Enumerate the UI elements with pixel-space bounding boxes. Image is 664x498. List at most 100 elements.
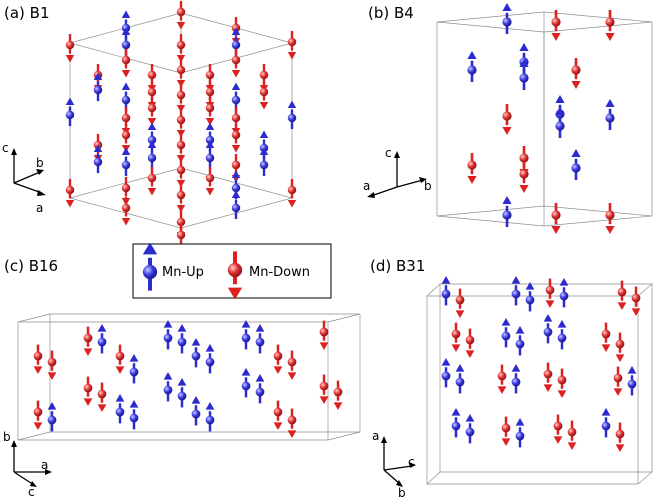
spin-down-atom: [65, 33, 75, 63]
panel-b31-axis-b: b: [398, 486, 406, 498]
spin-down-atom: [205, 96, 215, 126]
spin-down-atom: [465, 328, 475, 359]
spin-down-atom: [231, 153, 241, 183]
spin-up-atom: [129, 399, 139, 430]
spin-up-atom: [259, 147, 269, 177]
legend: Mn-Up Mn-Down: [132, 242, 332, 300]
spin-down-atom: [273, 400, 283, 431]
spin-down-atom: [33, 400, 43, 431]
spin-up-atom: [451, 407, 461, 438]
spin-down-atom: [617, 280, 627, 311]
panel-b31-label: (d) B31: [370, 257, 425, 275]
spin-up-atom: [515, 325, 525, 356]
spin-up-atom: [231, 190, 241, 220]
spin-up-atom: [441, 275, 451, 306]
panel-b4: (b) B4 c a b: [363, 3, 653, 234]
spin-up-atom: [177, 323, 187, 354]
spin-down-atom: [176, 83, 186, 113]
spin-down-atom: [176, 33, 186, 63]
spin-up-atom: [231, 170, 241, 200]
spin-up-atom: [115, 393, 125, 424]
panel-b16-axis-c: c: [28, 485, 35, 498]
spin-down-atom: [231, 48, 241, 78]
spin-up-atom: [559, 277, 569, 308]
panel-b16-spins: [33, 319, 343, 439]
spin-down-atom: [97, 382, 107, 413]
spin-up-atom: [571, 149, 581, 180]
spin-up-atom: [543, 313, 553, 344]
spin-up-atom: [241, 319, 251, 350]
spin-down-atom: [65, 178, 75, 208]
spin-up-atom: [441, 357, 451, 388]
spin-up-atom: [163, 319, 173, 350]
panel-b16-axes: b a c: [3, 430, 52, 498]
spin-down-atom: [273, 344, 283, 375]
spin-down-atom: [176, 133, 186, 163]
spin-up-atom: [93, 72, 103, 102]
panel-b31-spins: [441, 275, 641, 453]
spin-up-atom: [502, 3, 512, 35]
spin-down-atom: [615, 422, 625, 453]
spin-up-atom: [147, 140, 157, 170]
spin-up-atom: [191, 337, 201, 368]
spin-down-atom: [47, 350, 57, 381]
spin-down-atom: [519, 162, 529, 193]
spin-up-atom: [255, 373, 265, 404]
spin-up-atom: [241, 367, 251, 398]
spin-up-atom: [555, 107, 565, 138]
spin-down-atom: [231, 123, 241, 153]
spin-down-atom: [601, 322, 611, 353]
spin-down-atom: [333, 380, 343, 411]
panel-b16-label: (c) B16: [4, 257, 58, 275]
spin-down-atom: [567, 420, 577, 451]
legend-down-label: Mn-Down: [249, 265, 310, 280]
spin-up-atom: [121, 82, 131, 112]
spin-down-atom: [455, 288, 465, 319]
spin-down-atom: [287, 178, 297, 208]
spin-down-atom: [176, 0, 186, 30]
spin-up-atom: [205, 140, 215, 170]
spin-down-atom: [147, 96, 157, 126]
spin-down-atom: [176, 183, 186, 213]
spin-down-atom: [176, 158, 186, 188]
spin-up-atom: [177, 377, 187, 408]
spin-down-atom: [497, 364, 507, 395]
panel-b16: (c) B16 b a c: [3, 257, 361, 498]
spin-up-atom: [515, 417, 525, 448]
spin-down-atom: [605, 10, 615, 41]
panel-b1-label: (a) B1: [4, 4, 50, 22]
spin-up-atom: [163, 371, 173, 402]
spin-up-atom: [205, 343, 215, 374]
spin-up-atom: [601, 407, 611, 438]
spin-up-atom: [47, 401, 57, 432]
spin-down-atom: [33, 344, 43, 375]
spin-up-atom: [191, 395, 201, 426]
panel-b1: (a) B1 c b a: [2, 0, 297, 253]
spin-up-atom: [465, 413, 475, 444]
spin-down-atom: [605, 203, 615, 234]
panel-b16-axis-a: a: [41, 458, 48, 472]
spin-up-atom: [502, 196, 512, 227]
panel-b31: (d) B31 a c b: [370, 257, 653, 498]
panel-b16-cell-box: [17, 313, 361, 441]
spin-down-atom: [121, 196, 131, 226]
spin-down-atom: [545, 278, 555, 309]
spin-down-atom: [259, 80, 269, 110]
spin-down-atom: [631, 286, 641, 317]
spin-up-atom: [557, 319, 567, 350]
spin-up-atom: [287, 100, 297, 130]
spin-down-atom: [287, 408, 297, 439]
spin-down-atom: [557, 368, 567, 399]
legend-up-label: Mn-Up: [162, 265, 204, 280]
spin-up-atom: [519, 59, 529, 90]
spin-down-atom: [319, 320, 329, 351]
spin-down-atom: [83, 326, 93, 357]
spin-down-atom: [553, 414, 563, 445]
spin-up-atom: [121, 147, 131, 177]
spin-up-atom: [205, 401, 215, 432]
panel-b4-spins: [467, 3, 615, 234]
spin-down-atom: [502, 104, 512, 135]
spin-down-atom: [615, 332, 625, 363]
spin-down-atom: [83, 376, 93, 407]
